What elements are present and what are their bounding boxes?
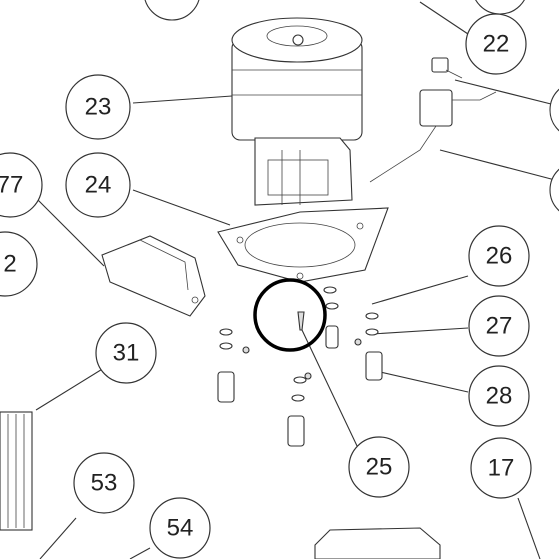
- callout-77-label: 77: [0, 172, 23, 199]
- callout-31-label: 31: [113, 340, 140, 367]
- heater-grid-part: [0, 411, 33, 531]
- callout-26: 26: [468, 225, 530, 287]
- partial-callout-top: [144, 0, 525, 21]
- callout-23-label: 23: [85, 94, 112, 121]
- callout-31: 31: [95, 322, 157, 384]
- callout-77: 77: [0, 152, 43, 218]
- callout-53: 53: [73, 452, 135, 514]
- callout-22-label: 22: [483, 31, 510, 58]
- callout-25-label: 25: [366, 454, 393, 481]
- callout-27-label: 27: [486, 313, 513, 340]
- motor-part: [231, 17, 363, 206]
- callout-28: 28: [468, 365, 530, 427]
- clip-part: [431, 57, 463, 79]
- housing-part: [314, 527, 441, 559]
- callout-2: 2: [0, 231, 38, 297]
- callout-27: 27: [468, 295, 530, 357]
- callout-54-label: 54: [167, 515, 194, 542]
- callout-17: 17: [470, 437, 532, 499]
- sensor-harness-part: [369, 89, 497, 183]
- callout-24: 24: [65, 152, 131, 218]
- callout-53-label: 53: [91, 470, 118, 497]
- bracket-part: [101, 235, 206, 317]
- callout-23: 23: [65, 74, 131, 140]
- callout-54: 54: [149, 497, 211, 559]
- leader-lines: [35, 1, 556, 559]
- callout-22: 22: [465, 13, 527, 75]
- callout-24-label: 24: [85, 172, 112, 199]
- callout-28-label: 28: [486, 383, 513, 410]
- hardware-parts: [217, 286, 383, 447]
- gasket-plate-part: [217, 207, 389, 283]
- partial-callout-right: [549, 88, 559, 212]
- callout-17-label: 17: [488, 455, 515, 482]
- highlight-circle: [253, 278, 327, 352]
- callout-26-label: 26: [486, 243, 513, 270]
- callout-2-label: 2: [3, 251, 16, 278]
- callout-25: 25: [348, 436, 410, 498]
